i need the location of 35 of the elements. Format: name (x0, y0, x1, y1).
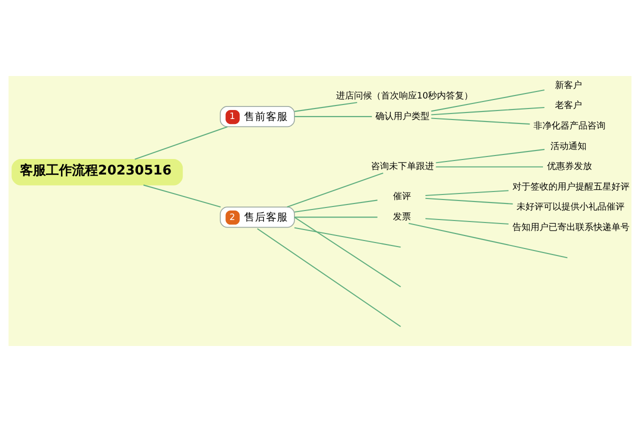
connector (431, 106, 544, 116)
connector (294, 227, 401, 248)
connector (431, 118, 530, 125)
node-text: 催评 (392, 192, 411, 202)
connector (294, 200, 378, 213)
node-text: 确认用户类型 (376, 112, 430, 122)
node-box: 客服工作流程20230516 (12, 158, 183, 186)
node-box: 1 售前客服 (220, 106, 295, 128)
node-box: 2 售后客服 (220, 206, 295, 228)
connector (431, 90, 544, 112)
connector (257, 228, 401, 327)
node-text: 告知用户已寄出联系快递单号 (512, 222, 630, 233)
node-text: 发票 (392, 212, 411, 222)
node-text: 优惠券发放 (546, 162, 592, 172)
node-text: 活动通知 (550, 142, 587, 152)
connector (436, 148, 545, 164)
connector (134, 126, 228, 160)
node-text: 老客户 (555, 101, 582, 112)
node-text: 非净化器产品咨询 (534, 122, 606, 132)
connector (294, 102, 358, 112)
connector (436, 166, 543, 168)
connector (425, 218, 509, 224)
connector (425, 198, 513, 204)
node-text: 未好评可以提供小礼品催评 (516, 202, 624, 213)
connector (294, 216, 378, 218)
node-text: 对于签收的用户提醒五星好评 (512, 182, 630, 192)
node-text: 新客户 (555, 80, 582, 91)
connector (294, 116, 372, 118)
node-text: 进店问候（首次响应10秒内答复） (336, 92, 474, 102)
node-text: 咨询未下单跟进 (371, 162, 434, 172)
connector (294, 216, 401, 288)
connector (286, 172, 384, 208)
connector (143, 184, 221, 208)
connector (425, 190, 509, 196)
connector (408, 222, 568, 258)
